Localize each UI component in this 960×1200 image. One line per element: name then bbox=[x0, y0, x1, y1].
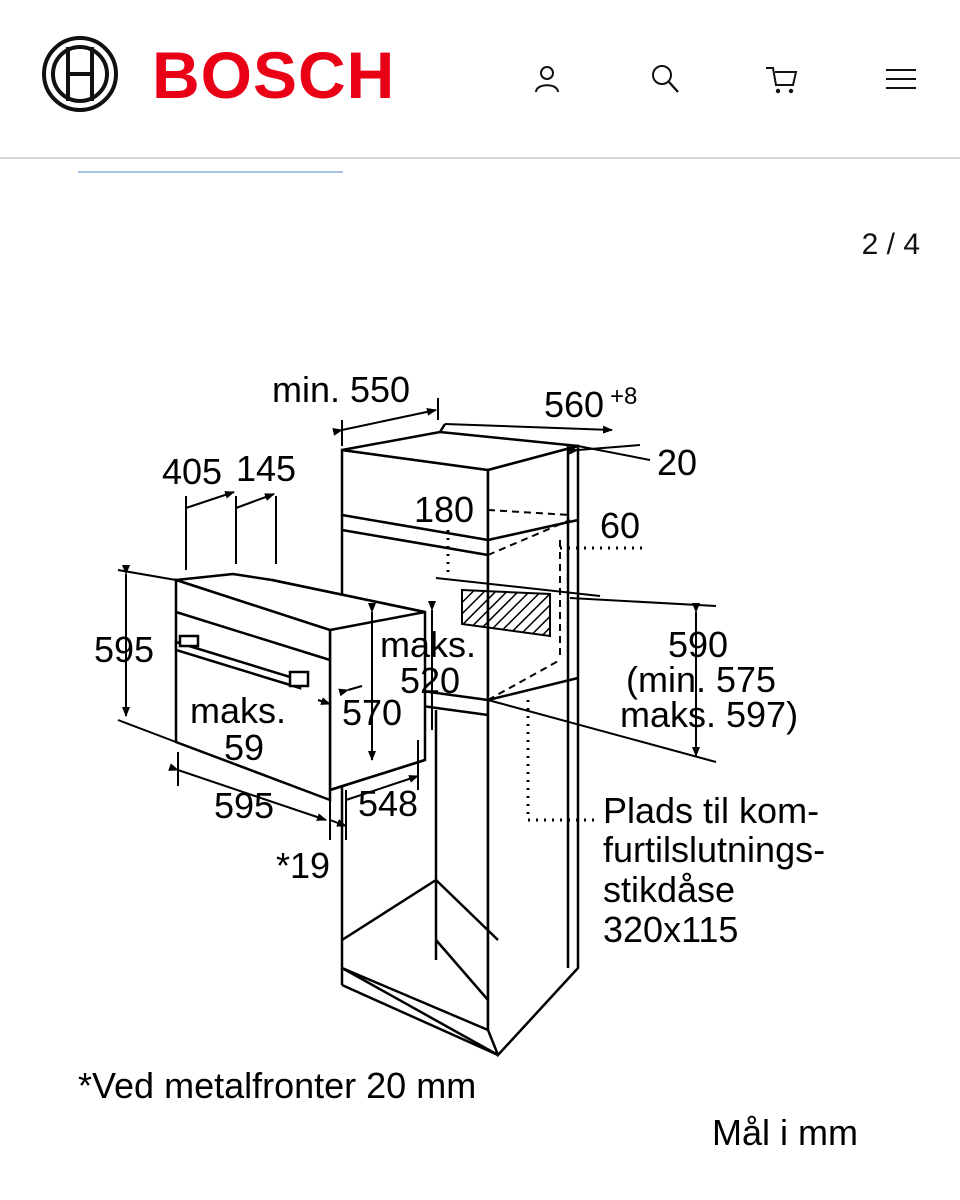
dimension-lines bbox=[117, 398, 717, 840]
user-icon[interactable] bbox=[530, 62, 564, 96]
dim-19-footnoted: *19 bbox=[276, 845, 330, 886]
dim-180: 180 bbox=[414, 489, 474, 530]
dim-570: 570 bbox=[342, 692, 402, 733]
dim-560-tolerance: +8 bbox=[610, 383, 637, 410]
dim-595-height: 595 bbox=[94, 629, 154, 670]
dotted-leader-lines bbox=[446, 530, 648, 822]
oven-drawing bbox=[174, 572, 427, 802]
gallery-progress-bar bbox=[78, 171, 343, 173]
bosch-armature-logo-icon[interactable] bbox=[41, 35, 119, 113]
dim-min-550: min. 550 bbox=[272, 369, 410, 410]
dim-min-575: (min. 575 bbox=[626, 659, 776, 700]
dim-405: 405 bbox=[162, 451, 222, 492]
gallery-counter: 2 / 4 bbox=[861, 228, 920, 261]
dimension-labels: min. 550 560 +8 20 405 145 180 60 595 ma… bbox=[94, 369, 798, 886]
dim-560: 560 bbox=[544, 384, 604, 425]
socket-note-line-4: 320x115 bbox=[603, 909, 738, 950]
dim-maks-597: maks. 597) bbox=[620, 694, 798, 735]
dim-145: 145 bbox=[236, 448, 296, 489]
socket-note-line-3: stikdåse bbox=[603, 869, 735, 910]
socket-note: Plads til kom- furtilslutnings- stikdåse… bbox=[603, 790, 825, 950]
dim-548: 548 bbox=[358, 783, 418, 824]
socket-note-line-1: Plads til kom- bbox=[603, 790, 819, 831]
metal-front-footnote: *Ved metalfronter 20 mm bbox=[78, 1065, 476, 1106]
units-note: Mål i mm bbox=[712, 1112, 858, 1153]
recess-dashed-lines bbox=[487, 509, 571, 701]
socket-area bbox=[461, 588, 551, 638]
menu-icon[interactable] bbox=[884, 62, 918, 96]
brand-logo[interactable]: BOSCH bbox=[152, 38, 396, 112]
dim-590: 590 bbox=[668, 624, 728, 665]
site-header: BOSCH bbox=[0, 0, 960, 159]
dim-60: 60 bbox=[600, 505, 640, 546]
dim-59: 59 bbox=[224, 727, 264, 768]
dim-520: 520 bbox=[400, 660, 460, 701]
dim-595-width: 595 bbox=[214, 785, 274, 826]
search-icon[interactable] bbox=[648, 62, 682, 96]
socket-note-line-2: furtilslutnings- bbox=[603, 829, 825, 870]
cart-icon[interactable] bbox=[765, 62, 799, 96]
installation-diagram: min. 550 560 +8 20 405 145 180 60 595 ma… bbox=[78, 369, 858, 1153]
dim-maks-label-b: maks. bbox=[190, 690, 286, 731]
dim-20: 20 bbox=[657, 442, 697, 483]
dim-maks-label-a: maks. bbox=[380, 624, 476, 665]
